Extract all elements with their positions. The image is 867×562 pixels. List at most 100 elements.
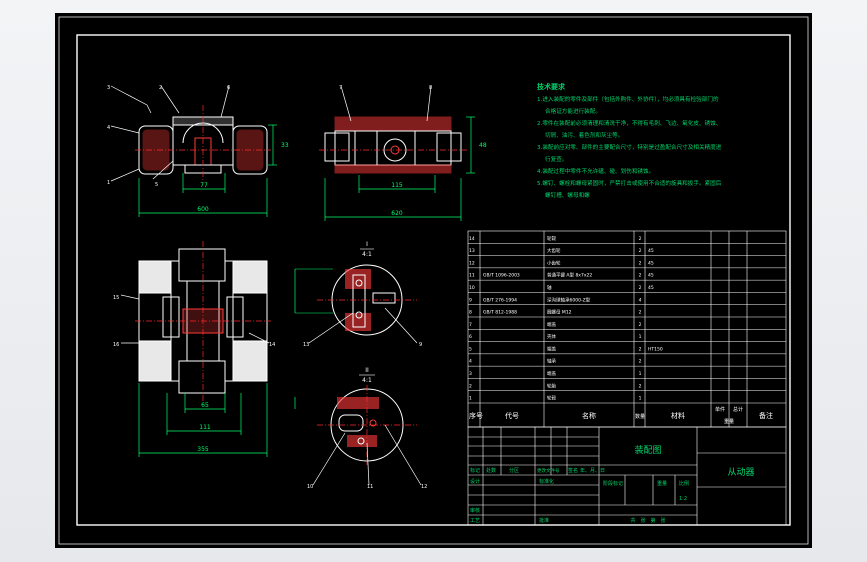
tech-notes: 技术要求 1.进入装配的零件及部件（包括外购件、外协件），均必须具有检验部门的 … bbox=[537, 82, 722, 199]
bom-cell-name: 深沟球轴承6000-Z型 bbox=[547, 296, 591, 303]
drawing-title-part: 从动器 bbox=[727, 467, 754, 478]
leader-15: 15 bbox=[113, 295, 119, 301]
bom-header-note: 备注 bbox=[759, 411, 773, 420]
leader-14: 14 bbox=[269, 342, 275, 348]
tb-weight: 重量 bbox=[657, 480, 667, 487]
leader-9: 9 bbox=[419, 342, 422, 348]
bom-header-code: 代号 bbox=[505, 411, 519, 420]
dim-front-inner: 77 bbox=[200, 182, 208, 189]
bom-cell-no: 3 bbox=[469, 371, 472, 377]
tb-approve: 批准 bbox=[539, 517, 549, 524]
bom-cell-no: 7 bbox=[469, 322, 472, 328]
tech-note-line: 合格证方能进行装配。 bbox=[545, 107, 601, 115]
tb-standardize: 标准化 bbox=[539, 478, 554, 485]
title-block-text: 标记 处数 分区 更改文件号 签名 年、月、日 设计 标准化 审核 工艺 批准 … bbox=[470, 444, 755, 524]
bom-cell-qty: 2 bbox=[639, 273, 642, 279]
bom-cell-name: 普通平键 A型 8x7x22 bbox=[547, 272, 592, 279]
bom-cell-no: 10 bbox=[469, 285, 475, 291]
bom-cell-qty: 2 bbox=[639, 285, 642, 291]
leader-5: 5 bbox=[155, 182, 158, 188]
bom-cell-no: 6 bbox=[469, 334, 472, 340]
tb-zone: 分区 bbox=[509, 467, 519, 474]
bom-cell-mat: 45 bbox=[648, 248, 654, 254]
bom-header-unit: 单件 bbox=[715, 406, 725, 413]
bom-cell-qty: 1 bbox=[639, 396, 642, 402]
bom-cell-qty: 2 bbox=[639, 310, 642, 316]
tb-design: 设计 bbox=[470, 478, 480, 485]
bom-cell-qty: 2 bbox=[639, 383, 642, 389]
leader-7: 7 bbox=[339, 85, 342, 91]
bom-cell-code: GB/T 1096-2003 bbox=[483, 273, 520, 279]
tech-note-line: 2.零件在装配前必须清理和清洗干净，不得有毛刺、飞边、氧化皮、锈蚀、 bbox=[537, 119, 721, 127]
bom-cell-no: 2 bbox=[469, 383, 472, 389]
bom-cell-mat: 45 bbox=[648, 260, 654, 266]
leader-16: 16 bbox=[113, 342, 119, 348]
tb-count: 处数 bbox=[486, 467, 496, 474]
tech-note-line: 切屑、油污、着色剂和灰尘等。 bbox=[545, 131, 623, 139]
bom-cell-qty: 2 bbox=[639, 236, 642, 242]
bom-cell-no: 14 bbox=[469, 236, 475, 242]
tech-note-line: 4.装配过程中零件不允许磕、碰、划伤和锈蚀。 bbox=[537, 167, 654, 175]
dim-top-total: 620 bbox=[391, 210, 403, 217]
drawing-title-main: 装配图 bbox=[634, 444, 661, 456]
tech-note-line: 3.装配前应对零、部件的主要配合尺寸，特别是过盈配合尺寸及相关精度进 bbox=[537, 143, 722, 151]
bom-cell-no: 4 bbox=[469, 359, 472, 365]
leader-13: 13 bbox=[303, 342, 309, 348]
tb-scale-value: 1:2 bbox=[679, 496, 687, 502]
inner-frame bbox=[76, 34, 791, 526]
bom-cell-name: 小齿轮 bbox=[547, 259, 561, 266]
bom-header-mat: 材料 bbox=[671, 411, 685, 420]
tb-mark: 标记 bbox=[470, 467, 480, 474]
bom-cell-name: 圆螺母 M12 bbox=[547, 309, 572, 316]
leader-lines bbox=[110, 85, 432, 486]
leader-8: 8 bbox=[429, 85, 432, 91]
bom-cell-qty: 2 bbox=[639, 260, 642, 266]
dim-plan-mid: 111 bbox=[199, 424, 211, 431]
tb-review: 审核 bbox=[470, 507, 480, 514]
bom-cell-qty: 1 bbox=[639, 371, 642, 377]
bom-cell-no: 8 bbox=[469, 310, 472, 316]
tech-note-line: 5.螺钉、螺栓和螺母紧固时，严禁打击或使用不合适的旋具和扳手。紧固后 bbox=[537, 179, 722, 187]
leader-3: 3 bbox=[107, 85, 110, 91]
leader-1: 1 bbox=[107, 180, 110, 186]
bom-cell-name: 轴承 bbox=[547, 358, 556, 365]
leader-4: 4 bbox=[107, 125, 110, 131]
plan-view bbox=[135, 241, 271, 403]
bom-cell-no: 5 bbox=[469, 346, 472, 352]
bom-cell-no: 13 bbox=[469, 248, 475, 254]
leader-11: 11 bbox=[367, 484, 373, 490]
top-dimensions bbox=[324, 116, 475, 221]
bom-cell-qty: 2 bbox=[639, 359, 642, 365]
tb-process: 工艺 bbox=[470, 518, 480, 524]
tech-notes-heading: 技术要求 bbox=[537, 82, 566, 91]
bom-cell-name: 端盖 bbox=[547, 370, 556, 377]
bom-cell-no: 12 bbox=[469, 260, 475, 266]
bom-cell-name: 端盖 bbox=[547, 321, 556, 328]
bom-header-qty: 数量 bbox=[635, 413, 645, 420]
dim-front-height: 33 bbox=[281, 142, 289, 149]
bom-cell-name: 壳体 bbox=[547, 333, 556, 340]
dim-top-height: 48 bbox=[479, 142, 487, 149]
bom-cell-code: GB/T 276-1994 bbox=[483, 297, 517, 303]
bom-table bbox=[467, 230, 787, 428]
leader-10: 10 bbox=[307, 484, 313, 490]
tb-sheets: 共 张 第 张 bbox=[630, 517, 665, 524]
bom-header-no: 序号 bbox=[469, 411, 483, 420]
bom-cell-name: 轴 bbox=[547, 284, 552, 291]
bom-cell-no: 1 bbox=[469, 396, 472, 402]
bom-header-total: 总计 bbox=[733, 406, 743, 413]
section-ii-roman: II bbox=[365, 367, 369, 374]
dim-top-inner: 115 bbox=[391, 182, 403, 189]
tech-note-line: 螺钉槽、螺母和螺 bbox=[545, 191, 590, 199]
bom-cell-no: 11 bbox=[469, 273, 475, 279]
drawing-canvas[interactable]: 600 77 33 bbox=[55, 13, 812, 548]
bom-cell-name: 轮毂 bbox=[547, 235, 556, 242]
section-i-ratio: 4:1 bbox=[362, 251, 372, 258]
dim-plan-inner: 65 bbox=[201, 402, 209, 409]
tb-date: 年、月、日 bbox=[580, 467, 605, 474]
bom-cell-name: 轮胎 bbox=[547, 382, 556, 389]
bom-cell-qty: 1 bbox=[639, 334, 642, 340]
bom-header-name: 名称 bbox=[582, 411, 596, 420]
